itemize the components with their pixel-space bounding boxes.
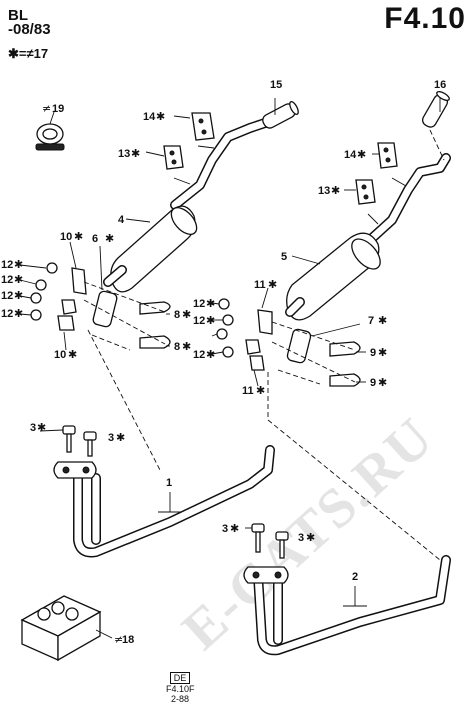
callout-7: 7 [368,315,374,327]
svg-text:✱: ✱ [206,297,215,310]
rubber-mount-13-right [355,179,376,205]
u-bolts-8 [139,301,171,349]
svg-text:✱: ✱ [68,348,77,361]
svg-text:≠: ≠ [114,633,123,646]
rubber-mount-14-left [191,112,215,141]
svg-text:✱: ✱ [14,289,23,302]
tailpipe-trim-15 [262,101,299,129]
svg-text:✱: ✱ [306,531,315,544]
svg-text:✱: ✱ [37,421,46,434]
callout-4: 4 [118,214,125,226]
svg-text:✱: ✱ [131,147,140,160]
rubber-mount-13-left [163,145,184,170]
callout-14-right: 14 [344,149,357,161]
clamp-brackets-11-right [245,309,273,371]
svg-text:✱: ✱ [331,184,340,197]
svg-text:✱: ✱ [156,110,165,123]
rubber-mount-14-right [377,142,398,169]
nuts-12-right [216,298,234,358]
callout-6: 6 [92,233,98,245]
svg-text:✱: ✱ [14,258,23,271]
callout-8-lower: 8 [174,341,180,353]
legend-note: ✱=≠17 [8,46,49,61]
callout-12-6: 12 [193,315,205,327]
callout-12-7: 12 [193,349,205,361]
model-label: BL [8,7,28,24]
callout-3-3: 3 [222,523,228,535]
callout-9-lower: 9 [370,377,376,389]
svg-text:✱: ✱ [206,314,215,327]
footer-date: 2-88 [170,694,189,704]
svg-text:✱: ✱ [182,308,191,321]
callout-10-lower: 10 [54,349,66,361]
footer-box-code: DE [170,672,190,684]
footer-figure-code: F4.10F [166,684,195,694]
callout-15: 15 [270,79,282,91]
callout-2: 2 [352,571,358,583]
exhaust-clamp-19 [35,123,65,151]
rear-pipe-right [365,153,451,245]
callout-12-2: 12 [1,274,13,286]
callout-13-right: 13 [318,185,330,197]
callout-1: 1 [166,477,172,489]
sleeve-7 [286,328,312,364]
rear-muffler-right-5 [285,232,381,321]
star-markers: ✱ ✱ ✱ ✱ ✱ ✱ ✱ ✱ ✱ ✱ ✱ ✱ ✱ ✱ ✱ ✱ ✱ ✱ ✱ ✱ … [14,102,387,646]
svg-text:✱: ✱ [74,230,83,243]
callout-13-left: 13 [118,148,130,160]
callout-12-3: 12 [1,290,13,302]
callout-12-4: 12 [1,308,13,320]
svg-text:✱: ✱ [14,307,23,320]
svg-text:✱: ✱ [256,384,265,397]
svg-text:✱: ✱ [357,148,366,161]
callout-16: 16 [434,79,446,91]
callout-3-4: 3 [298,532,304,544]
u-bolts-9 [329,341,361,387]
front-pipe-2 [243,555,451,656]
svg-text:✱: ✱ [14,273,23,286]
callout-3-2: 3 [108,432,114,444]
footer-code: DE F4.10F 2-88 [166,672,195,704]
callout-12-5: 12 [193,298,205,310]
svg-text:✱: ✱ [230,522,239,535]
clamp-brackets-10-left [57,267,87,331]
svg-text:✱: ✱ [182,340,191,353]
svg-text:✱: ✱ [105,232,114,245]
callout-9-upper: 9 [370,347,376,359]
repair-kit-box-18 [20,595,102,662]
callout-12-1: 12 [1,259,13,271]
callout-11-upper: 11 [254,279,266,291]
callout-5: 5 [281,251,287,263]
callout-14-left: 14 [143,111,156,123]
sleeve-6 [92,290,118,328]
date-range-label: -08/83 [8,21,51,38]
rear-muffler-left-4 [103,205,198,293]
svg-text:✱: ✱ [378,314,387,327]
callout-8-upper: 8 [174,309,180,321]
leader-lines [19,98,441,639]
nuts-12-left [30,262,58,321]
svg-text:✱: ✱ [206,348,215,361]
svg-text:✱: ✱ [116,431,125,444]
callout-3-1: 3 [30,422,36,434]
figure-number: F4.10 [384,2,466,35]
callout-10-upper: 10 [60,231,72,243]
tailpipe-trim-16 [421,90,450,128]
svg-text:✱: ✱ [378,376,387,389]
svg-text:✱: ✱ [268,278,277,291]
svg-text:✱: ✱ [378,346,387,359]
rear-pipe-left [170,117,273,210]
callout-11-lower: 11 [242,385,254,397]
bolts-3-right [251,523,289,559]
callout-19: 19 [52,103,64,115]
callout-18: 18 [122,634,134,646]
front-pipe-1 [53,445,275,558]
bolts-3-left [62,425,97,457]
svg-text:≠: ≠ [42,102,51,115]
